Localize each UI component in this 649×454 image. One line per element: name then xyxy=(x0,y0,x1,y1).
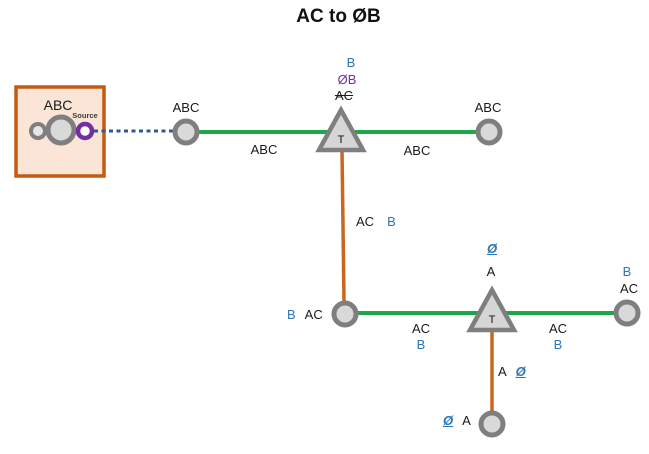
t2-new-phase-label: Ø xyxy=(486,241,498,256)
diagram-title: AC to ØB xyxy=(296,6,381,27)
node-mid-right[interactable] xyxy=(613,299,641,327)
source-phase-label: ABC xyxy=(43,97,73,113)
t1-old-phase-label: AC xyxy=(334,88,354,103)
node-top-right-label: ABC xyxy=(474,100,502,115)
node-top-right[interactable] xyxy=(475,118,503,146)
transformer-1[interactable] xyxy=(315,105,367,153)
node-ml-phase-black: AC xyxy=(304,307,323,322)
node-bottom-label: Ø A xyxy=(443,413,471,428)
transformer-2-letter: T xyxy=(488,314,496,326)
source-tag-label: Source xyxy=(72,111,98,120)
segment-bot-right-label-blue: B xyxy=(553,337,563,352)
lateral-1-label: AC B xyxy=(356,214,396,229)
segment-top-right-label: ABC xyxy=(403,143,431,158)
segment-top-left-label: ABC xyxy=(250,142,278,157)
node-bottom[interactable] xyxy=(478,410,506,438)
lateral-2-label: A Ø xyxy=(498,364,526,379)
lateral-1-phase-blue: B xyxy=(387,214,396,229)
node-top-left-label: ABC xyxy=(172,100,200,115)
source-node-main[interactable] xyxy=(45,114,77,146)
t2-old-phase-label: A xyxy=(486,264,496,279)
node-mid-right-label-blue: B xyxy=(622,264,632,279)
lateral-2-phase-new: Ø xyxy=(515,364,526,379)
t1-new-phase-label: B xyxy=(346,55,356,70)
transformer-2[interactable] xyxy=(466,285,518,333)
node-bottom-phase-new: Ø xyxy=(443,413,454,428)
node-ml-phase-blue: B xyxy=(287,307,296,322)
segment-bot-right-label-black: AC xyxy=(548,321,568,336)
lateral-2-phase-black: A xyxy=(498,364,507,379)
node-top-left[interactable] xyxy=(172,118,200,146)
source-terminal-node[interactable] xyxy=(75,121,95,141)
t1-mid-phase-label: ØB xyxy=(337,72,357,87)
source-node-small[interactable] xyxy=(29,122,47,140)
segment-bot-left-label-blue: B xyxy=(416,337,426,352)
node-mid-right-label-black: AC xyxy=(619,281,639,296)
node-mid-left[interactable] xyxy=(331,300,359,328)
segment-bot-left-label-black: AC xyxy=(411,321,431,336)
transformer-1-letter: T xyxy=(337,134,345,146)
lateral-line-1[interactable] xyxy=(340,149,346,302)
node-mid-left-label: B AC xyxy=(287,307,323,322)
node-bottom-phase-black: A xyxy=(462,413,471,428)
lateral-1-phase-black: AC xyxy=(356,214,375,229)
